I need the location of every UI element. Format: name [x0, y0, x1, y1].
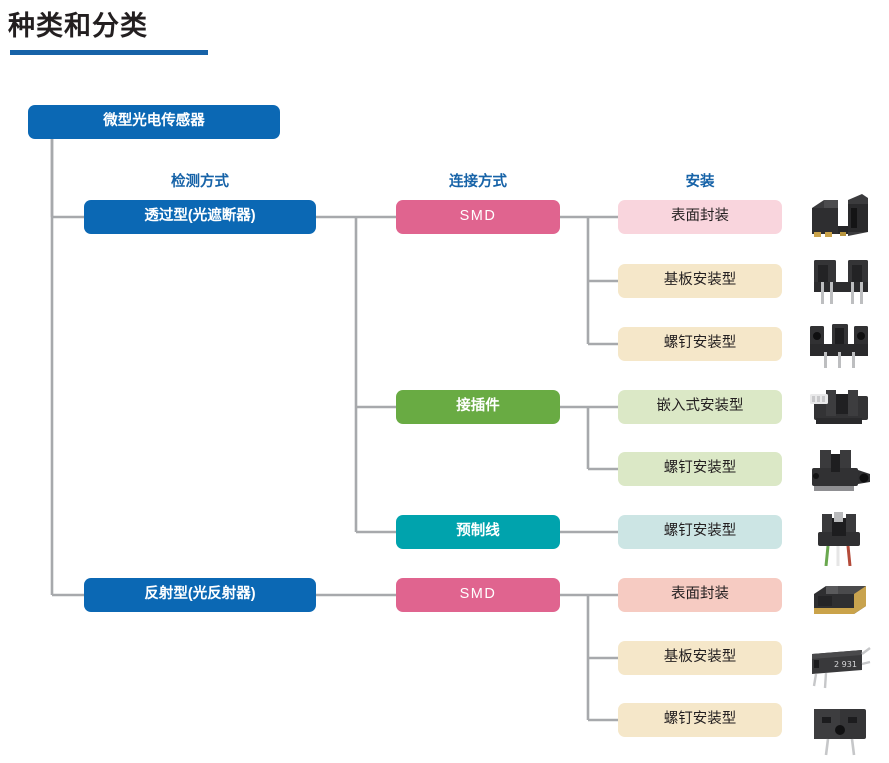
node-transmissive-type[interactable]: 透过型(光遮断器) [84, 200, 316, 234]
page-title: 种类和分类 [8, 11, 148, 41]
product-photo-photo-reflector-through-hole: 2 931 [804, 636, 876, 694]
node-screw-mount-reflective[interactable]: 螺钉安装型 [618, 703, 782, 737]
node-surface-mount-transmissive[interactable]: 表面封装 [618, 200, 782, 234]
title-underline-rule [10, 50, 208, 55]
node-board-mount-transmissive[interactable]: 基板安装型 [618, 264, 782, 298]
product-photo-photo-interrupter-smd [804, 188, 876, 246]
node-embedded-mount-connector[interactable]: 嵌入式安装型 [618, 390, 782, 424]
node-reflective-type[interactable]: 反射型(光反射器) [84, 578, 316, 612]
node-screw-mount-cable[interactable]: 螺钉安装型 [618, 515, 782, 549]
product-photo-photo-reflector-screw [804, 699, 876, 757]
product-photo-photo-interrupter-connector [804, 380, 876, 438]
product-photo-photo-interrupter-connector-screw [804, 444, 876, 502]
product-photo-photo-reflector-smd [804, 572, 876, 630]
node-screw-mount-transmissive[interactable]: 螺钉安装型 [618, 327, 782, 361]
column-header-mounting: 安装 [685, 174, 715, 190]
column-header-connection: 连接方式 [449, 174, 507, 190]
node-screw-mount-connector[interactable]: 螺钉安装型 [618, 452, 782, 486]
node-root-photoelectric-sensor[interactable]: 微型光电传感器 [28, 105, 280, 139]
node-board-mount-reflective[interactable]: 基板安装型 [618, 641, 782, 675]
product-photo-photo-interrupter-cable [804, 508, 876, 566]
column-header-detection: 检测方式 [171, 174, 229, 190]
svg-text:2 931: 2 931 [834, 660, 857, 669]
node-prewired-cable-type[interactable]: 预制线 [396, 515, 560, 549]
product-photo-photo-interrupter-screw [804, 316, 876, 374]
product-photo-photo-interrupter-through-hole [804, 252, 876, 310]
node-connector-type[interactable]: 接插件 [396, 390, 560, 424]
node-surface-mount-reflective[interactable]: 表面封装 [618, 578, 782, 612]
node-smd-transmissive[interactable]: SMD [396, 200, 560, 234]
node-smd-reflective[interactable]: SMD [396, 578, 560, 612]
